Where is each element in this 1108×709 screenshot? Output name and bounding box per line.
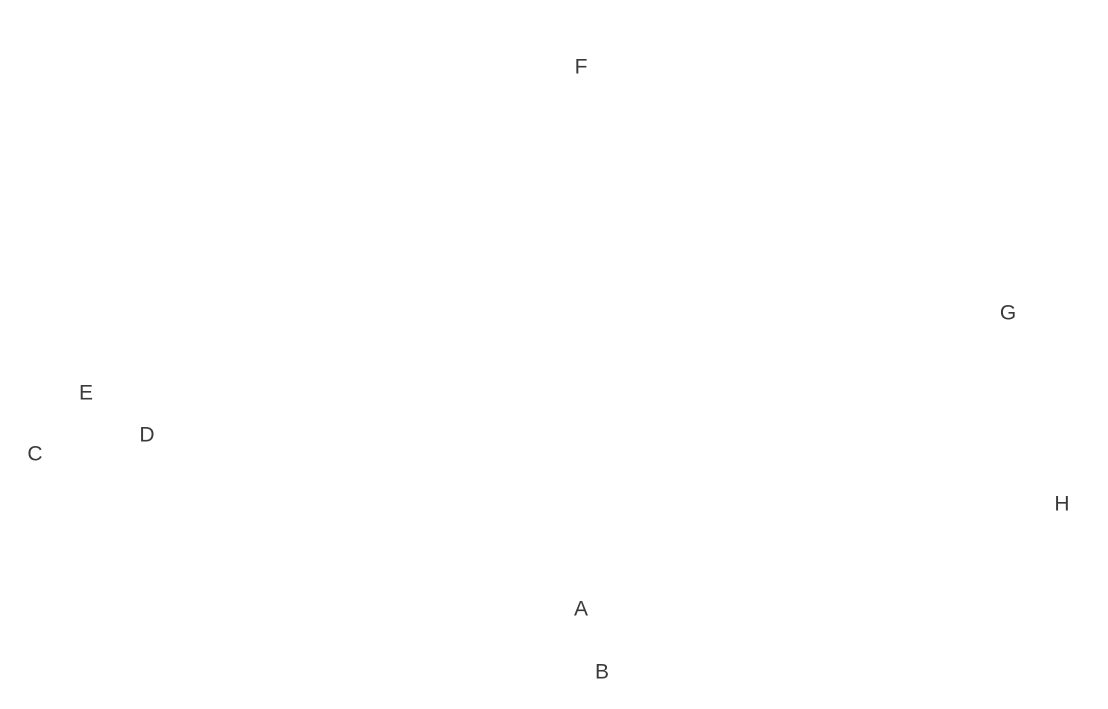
label-a: A [573,597,589,621]
label-b: B [594,660,610,684]
label-g: G [999,301,1017,325]
label-f: F [574,55,588,79]
label-c: C [27,442,43,466]
label-e: E [78,381,94,405]
label-h: H [1054,492,1070,516]
label-d: D [139,423,155,447]
